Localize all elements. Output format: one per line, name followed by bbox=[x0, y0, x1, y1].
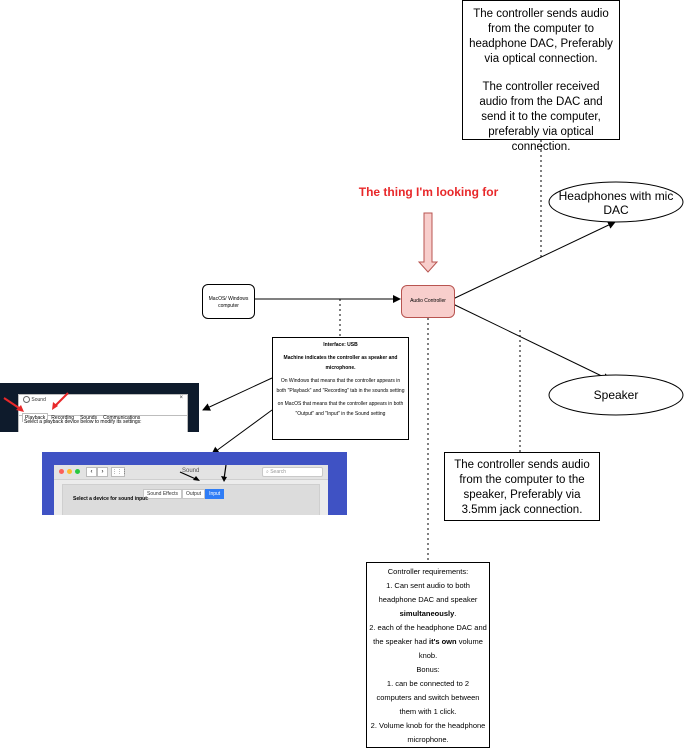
controller-headphones-link bbox=[446, 221, 616, 305]
audio-controller-label: Audio Controller bbox=[410, 298, 446, 304]
computer-box: MacOS/ Windows computer bbox=[202, 284, 255, 319]
close-dot[interactable] bbox=[59, 469, 64, 474]
mac-window-title: Sound bbox=[182, 468, 200, 474]
speaker-note: The controller sends audio from the comp… bbox=[444, 452, 600, 521]
interface-note: Interface: USB Machine indicates the con… bbox=[272, 337, 409, 440]
interface-note-subtitle: Machine indicates the controller as spea… bbox=[283, 355, 398, 371]
interface-note-line2: on MacOS that means that the controller … bbox=[277, 401, 404, 417]
mac-input-heading: Select a device for sound input: bbox=[73, 496, 149, 502]
speaker-ellipse bbox=[548, 374, 684, 416]
tab-input[interactable]: Input bbox=[205, 489, 225, 499]
tab-communications[interactable]: Communications bbox=[103, 415, 141, 421]
back-icon[interactable]: ‹ bbox=[86, 467, 97, 477]
headphones-label: Headphones with mic DAC bbox=[558, 189, 674, 217]
tab-sound-effects[interactable]: Sound Effects bbox=[143, 489, 183, 499]
bonus-1: 1. can be connected to 2 computers and s… bbox=[376, 679, 480, 716]
forward-icon[interactable]: › bbox=[97, 467, 108, 477]
bonus-2: 2. Volume knob for the headphone microph… bbox=[370, 721, 486, 744]
top-note-line2: The controller received audio from the D… bbox=[479, 81, 603, 153]
interface-mac-link bbox=[211, 409, 273, 455]
minimize-dot[interactable] bbox=[67, 469, 72, 474]
tab-recording[interactable]: Recording bbox=[51, 415, 75, 421]
interface-note-title: Interface: USB bbox=[323, 342, 358, 348]
highlight-down-arrow bbox=[417, 212, 439, 273]
requirement-2-emphasis: it's own bbox=[428, 637, 457, 646]
requirement-2: 2. each of the headphone DAC and the spe… bbox=[369, 623, 487, 660]
tab-sounds[interactable]: Sounds bbox=[80, 415, 98, 421]
interface-windows-link bbox=[202, 377, 273, 411]
controller-speaker-link bbox=[446, 298, 611, 381]
windows-instruction: Select a playback device below to modify… bbox=[24, 419, 142, 425]
requirement-1: 1. Can sent audio to both headphone DAC … bbox=[378, 581, 478, 618]
requirement-1-emphasis: simultaneously bbox=[399, 609, 455, 618]
top-note: The controller sends audio from the comp… bbox=[462, 0, 620, 153]
windows-dialog-title: Sound bbox=[31, 396, 46, 403]
zoom-dot[interactable] bbox=[75, 469, 80, 474]
requirements-title: Controller requirements: bbox=[387, 567, 469, 576]
requirements-note: Controller requirements: 1. Can sent aud… bbox=[366, 562, 490, 748]
interface-note-line1: On Windows that means that the controlle… bbox=[276, 378, 405, 394]
highlight-label: The thing I'm looking for bbox=[358, 185, 499, 199]
speaker-note-text: The controller sends audio from the comp… bbox=[454, 459, 590, 516]
bonus-heading: Bonus: bbox=[416, 665, 440, 674]
sound-icon bbox=[23, 396, 30, 403]
headphones-ellipse bbox=[548, 181, 684, 223]
red-annotation-arrows bbox=[3, 392, 69, 412]
top-note-line1: The controller sends audio from the comp… bbox=[469, 8, 613, 65]
speaker-label: Speaker bbox=[593, 388, 639, 402]
black-annotation-arrows bbox=[179, 465, 227, 482]
tab-playback[interactable]: Playback bbox=[22, 413, 49, 422]
audio-controller-box: Audio Controller bbox=[401, 285, 455, 318]
close-icon[interactable]: × bbox=[179, 395, 183, 401]
tab-output[interactable]: Output bbox=[182, 489, 206, 499]
search-icon: ⌕ bbox=[266, 469, 269, 475]
grid-icon[interactable]: ⋮⋮⋮ bbox=[111, 467, 127, 477]
mac-search-field[interactable]: ⌕ Search bbox=[262, 467, 323, 477]
mac-search-placeholder: Search bbox=[270, 469, 287, 475]
computer-label: MacOS/ Windows computer bbox=[208, 296, 249, 309]
